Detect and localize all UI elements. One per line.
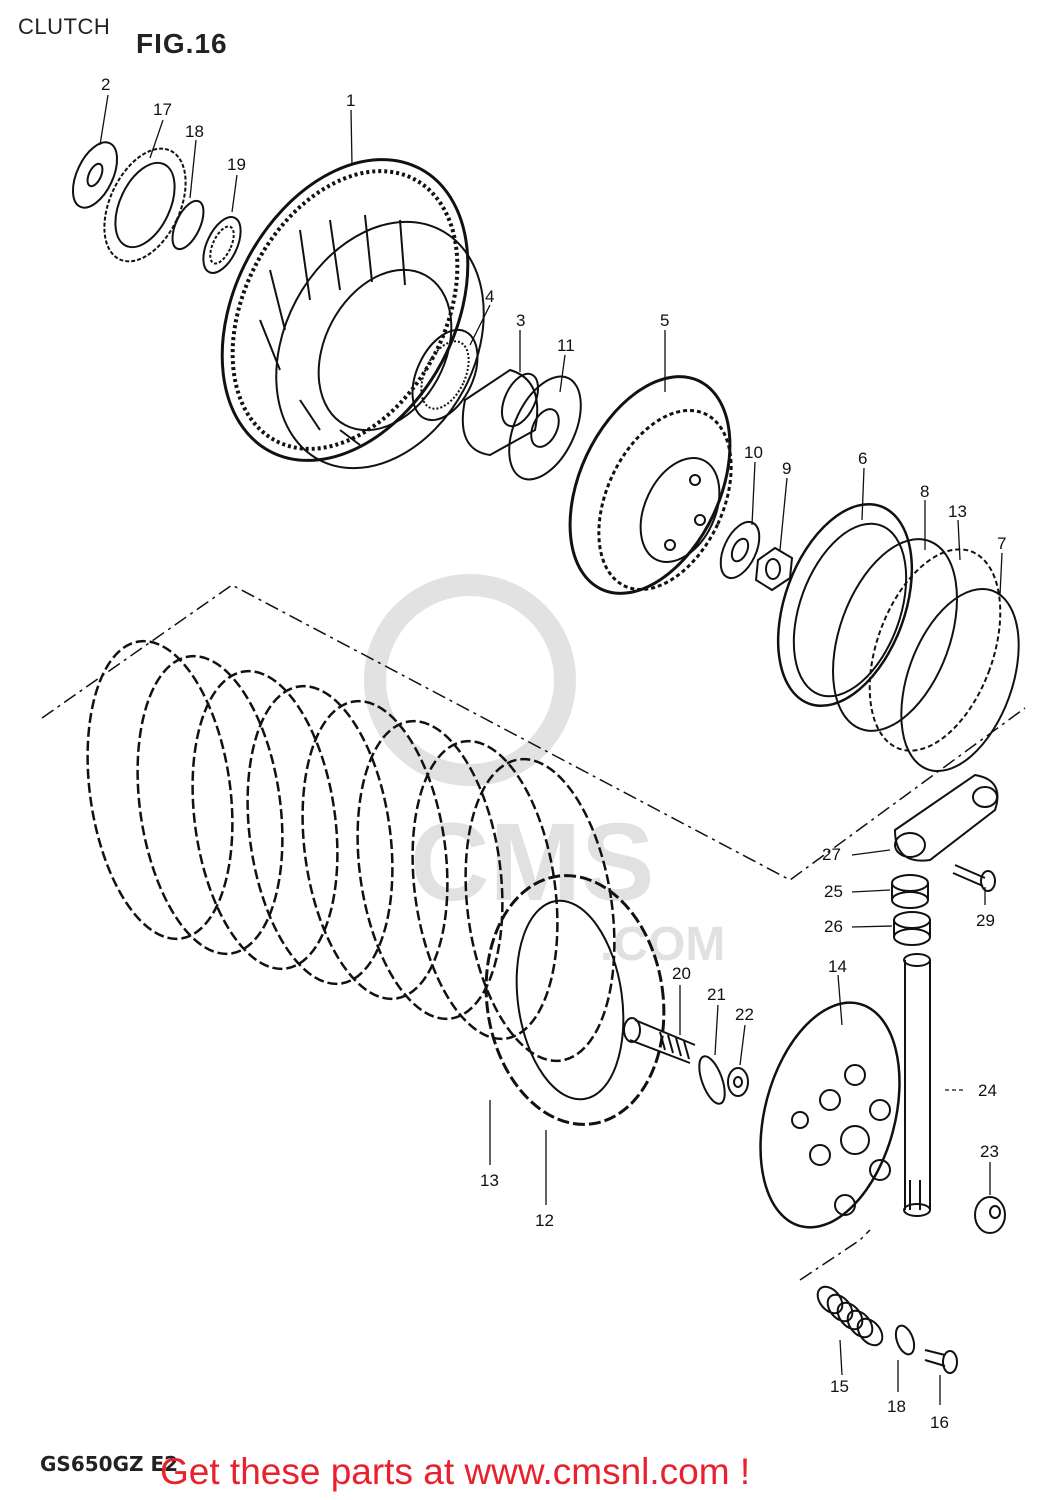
part-27-seal <box>893 911 931 946</box>
part-6-pressure-plate <box>776 502 914 708</box>
part-3-spacer <box>461 368 540 457</box>
part-labels: 2 17 18 19 1 4 3 11 5 10 9 6 8 13 7 27 2… <box>101 75 1006 1432</box>
part-label: 21 <box>707 985 726 1004</box>
model-code: GS650GZ E2 <box>40 1452 179 1476</box>
part-20-needle-bearing <box>202 216 242 274</box>
watermark-text: CMS <box>410 801 654 924</box>
part-22-washer <box>698 1055 726 1105</box>
part-label: 17 <box>153 100 172 119</box>
part-label: 1 <box>346 91 355 110</box>
part-2-washer <box>71 141 119 209</box>
part-label: 19 <box>227 155 246 174</box>
figure-label: FIG.16 <box>136 28 228 59</box>
part-13-plate-top <box>868 548 1002 752</box>
part-24-cap <box>974 1196 1006 1234</box>
part-label: 11 <box>557 336 575 355</box>
part-15-spring <box>816 1285 884 1347</box>
part-16-bolt <box>924 1349 958 1374</box>
part-label: 25 <box>824 882 843 901</box>
part-4-needle-bearing <box>411 328 479 422</box>
diagram-title: CLUTCH <box>18 14 111 39</box>
guide-line-upper <box>41 584 1026 881</box>
part-23-washer <box>727 1067 749 1097</box>
part-label: 5 <box>660 311 669 330</box>
part-8-ring <box>832 538 958 732</box>
part-label: 10 <box>744 443 763 462</box>
part-29-bolt <box>952 864 996 892</box>
part-label: 2 <box>101 75 110 94</box>
part-28-release-arm <box>893 773 999 862</box>
part-19-spacer <box>171 199 205 251</box>
part-label: 15 <box>830 1377 849 1396</box>
part-label: 18 <box>887 1397 906 1416</box>
watermark: CMS .COM <box>364 574 725 971</box>
part-label: 8 <box>920 482 929 501</box>
part-11-thrust-washer <box>508 375 582 481</box>
guide-line-lower <box>799 1229 871 1281</box>
clutch-plate-stack <box>86 639 666 1126</box>
part-label: 22 <box>735 1005 754 1024</box>
part-label: 23 <box>980 1142 999 1161</box>
part-label: 7 <box>997 534 1006 553</box>
part-label: 18 <box>185 122 204 141</box>
part-21-bolt <box>623 1017 696 1064</box>
part-label: 20 <box>672 964 691 983</box>
leader-lines <box>99 94 1003 1405</box>
part-label: 27 <box>822 845 841 864</box>
part-label: 24 <box>978 1081 997 1100</box>
watermark-subtext: .COM <box>600 918 725 971</box>
part-5-clutch-hub <box>568 375 733 595</box>
cta-link[interactable]: Get these parts at www.cmsnl.com ! <box>160 1451 751 1492</box>
part-label: 29 <box>976 911 995 930</box>
part-label: 26 <box>824 917 843 936</box>
part-label: 12 <box>535 1211 554 1230</box>
part-label: 6 <box>858 449 867 468</box>
part-14-pressure-disc <box>759 1001 901 1229</box>
part-label: 14 <box>828 957 847 976</box>
part-label: 13 <box>948 502 967 521</box>
part-7-circlip <box>900 587 1020 773</box>
part-9-nut <box>754 546 794 592</box>
part-18-plate <box>103 147 187 263</box>
part-label: 13 <box>480 1171 499 1190</box>
part-label: 3 <box>516 311 525 330</box>
part-10-lock-washer <box>719 520 761 580</box>
part-label: 4 <box>485 287 494 306</box>
part-label: 16 <box>930 1413 949 1432</box>
part-25-push-rod <box>903 953 931 1217</box>
part-26-bearing <box>891 874 929 909</box>
part-17-washer <box>894 1324 916 1356</box>
part-label: 9 <box>782 459 791 478</box>
